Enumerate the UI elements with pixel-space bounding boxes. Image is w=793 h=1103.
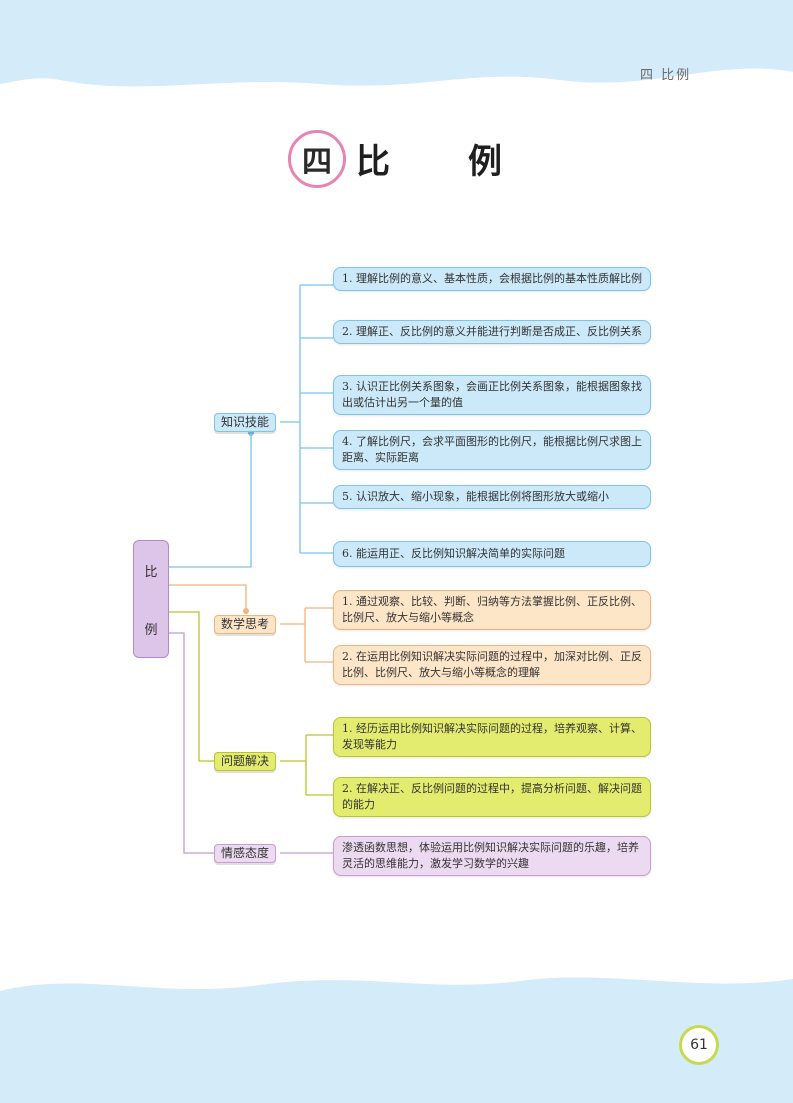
branch-knowledge-skills: 知识技能: [214, 413, 277, 432]
branch-math-thinking: 数学思考: [214, 615, 277, 634]
branch-problem-solving: 问题解决: [214, 752, 277, 771]
root-char-1: 比: [144, 564, 158, 580]
page-number: 61: [679, 1025, 719, 1065]
title-char-1: 比: [356, 142, 390, 182]
connector-attitude: [167, 632, 214, 854]
knowledge-item-6: 6. 能运用正、反比例知识解决简单的实际问题: [333, 541, 651, 567]
connector-problem: [167, 611, 214, 762]
bottom-wave-decoration: [0, 977, 793, 1103]
branch-emotion-attitude: 情感态度: [214, 844, 277, 863]
knowledge-item-5: 5. 认识放大、缩小现象，能根据比例将图形放大或缩小: [333, 485, 651, 509]
chapter-number-badge: 四: [288, 130, 346, 188]
attitude-item-1: 渗透函数思想，体验运用比例知识解决实际问题的乐趣，培养灵活的思维能力，激发学习数…: [333, 836, 651, 876]
connector-knowledge: [167, 433, 252, 568]
problem-item-2: 2. 在解决正、反比例问题的过程中，提高分析问题、解决问题的能力: [333, 777, 651, 817]
knowledge-item-1: 1. 理解比例的意义、基本性质，会根据比例的基本性质解比例: [333, 267, 651, 291]
title-char-2: 例: [468, 142, 502, 182]
knowledge-item-3: 3. 认识正比例关系图象，会画正比例关系图象，能根据图象找出或估计出另一个量的值: [333, 375, 651, 415]
problem-item-1: 1. 经历运用比例知识解决实际问题的过程，培养观察、计算、发现等能力: [333, 717, 651, 757]
connector-thinking: [167, 584, 247, 611]
knowledge-item-4: 4. 了解比例尺，会求平面图形的比例尺，能根据比例尺求图上距离、实际距离: [333, 430, 651, 470]
thinking-item-2: 2. 在运用比例知识解决实际问题的过程中，加深对比例、正反比例、比例尺、放大与缩…: [333, 645, 651, 685]
root-char-2: 例: [144, 622, 158, 638]
chapter-header: 四 比例: [640, 68, 692, 83]
top-wave-decoration: [0, 0, 793, 87]
knowledge-item-2: 2. 理解正、反比例的意义并能进行判断是否成正、反比例关系: [333, 320, 651, 344]
thinking-item-1: 1. 通过观察、比较、判断、归纳等方法掌握比例、正反比例、比例尺、放大与缩小等概…: [333, 590, 651, 630]
root-node: 比 例: [133, 540, 169, 658]
